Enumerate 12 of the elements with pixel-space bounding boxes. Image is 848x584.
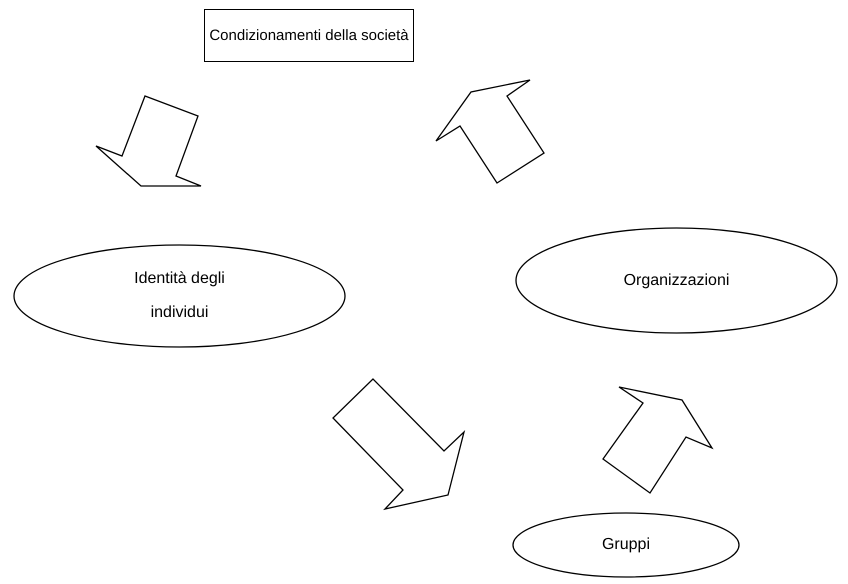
node-label: Condizionamenti della società xyxy=(209,26,409,46)
process-box xyxy=(204,9,414,62)
block-arrow xyxy=(602,386,714,494)
block-arrow xyxy=(95,95,202,187)
block-arrow xyxy=(332,378,466,510)
ellipse-node xyxy=(13,244,346,348)
block-arrow xyxy=(435,79,545,184)
node-label: Identità degli individui xyxy=(133,269,226,323)
node-label: Organizzazioni xyxy=(624,270,730,290)
ellipse-node xyxy=(515,227,838,334)
node-label: Gruppi xyxy=(602,535,650,555)
ellipse-node xyxy=(512,512,740,578)
